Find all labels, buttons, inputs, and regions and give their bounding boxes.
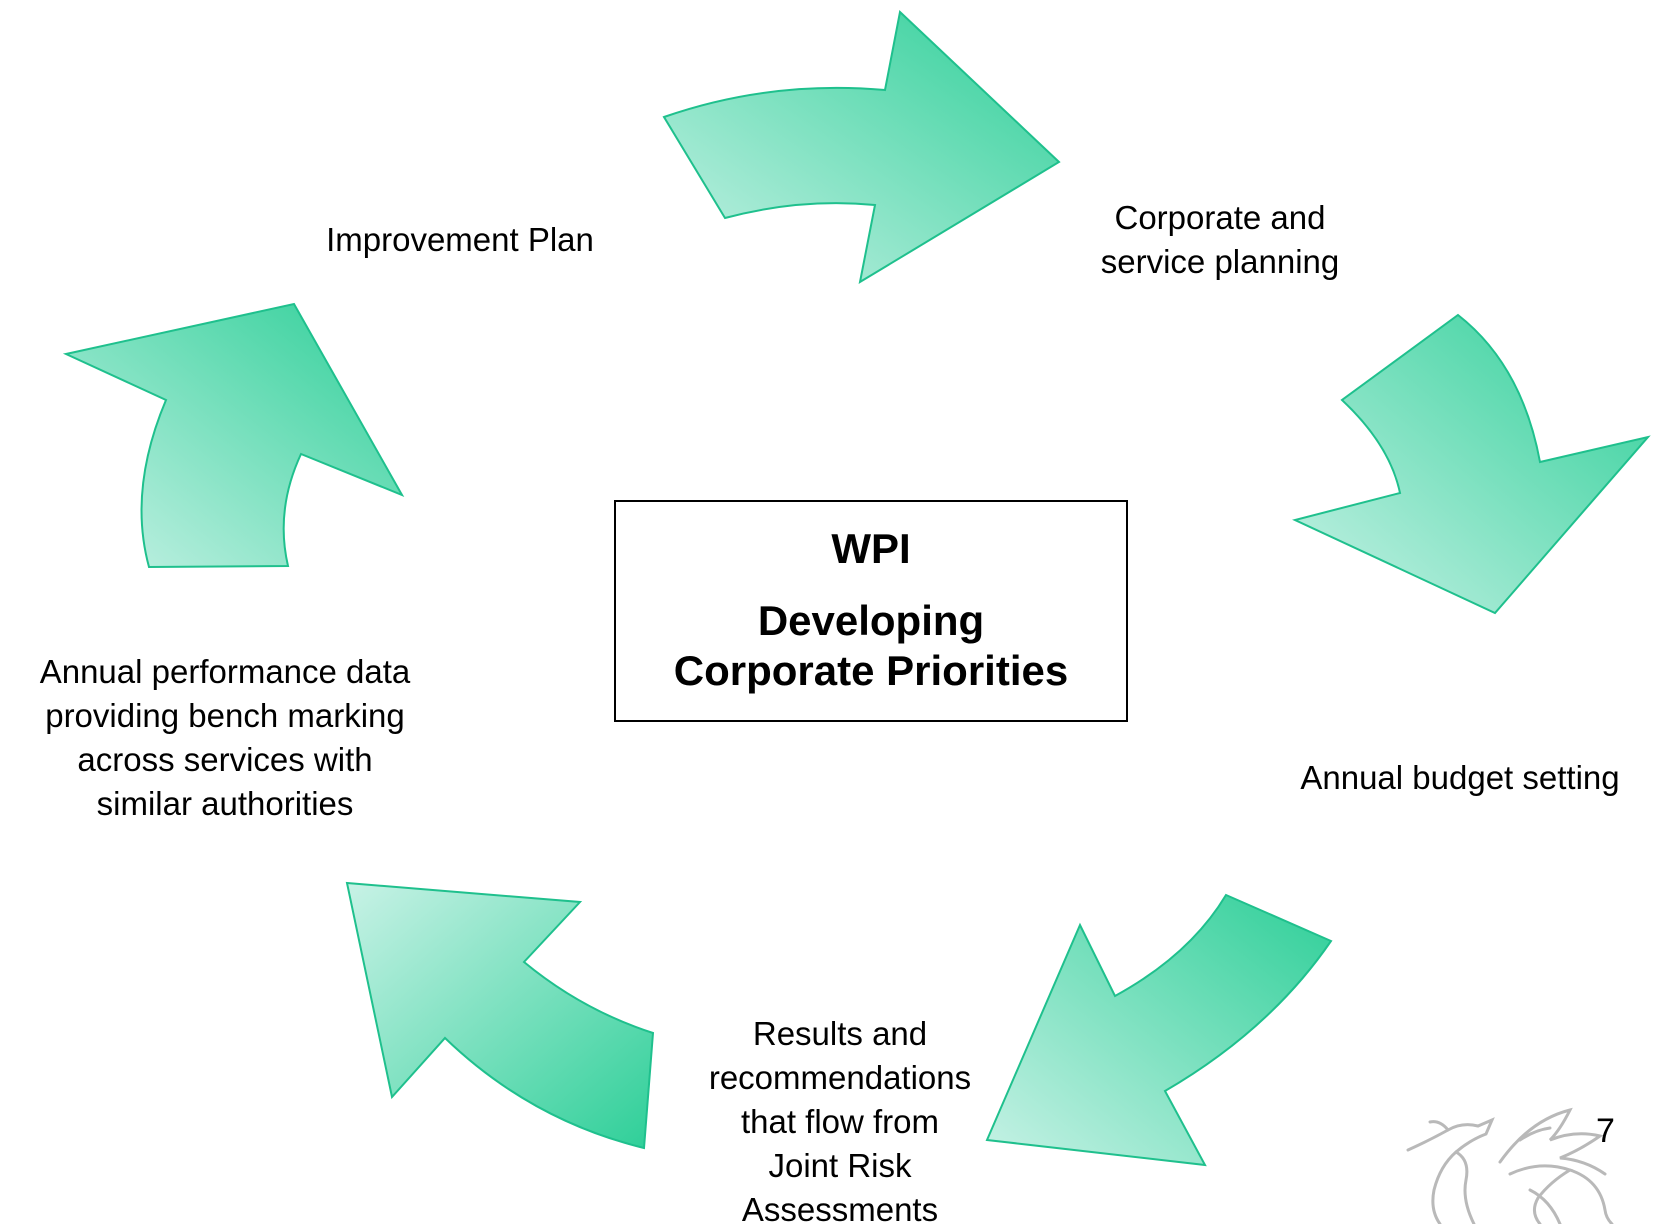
stage-budget-setting: Annual budget setting [1300,759,1620,796]
arrow-to-results [985,893,1333,1167]
page-number: 7 [1596,1112,1615,1150]
arrow-to-performance-data [345,881,655,1150]
stage-improvement-plan: Improvement Plan [326,221,594,258]
arrow-to-corporate-planning [662,10,1061,285]
center-title: WPI [831,525,911,572]
arrow-to-budget-setting [1292,313,1651,615]
center-box: WPI Developing Corporate Priorities [614,500,1128,722]
arrow-to-improvement-plan [62,302,405,569]
stage-corporate-planning: Corporate and service planning [1100,199,1340,280]
welsh-dragon-icon [1406,1107,1614,1224]
stage-results: Results and recommendations that flow fr… [708,1015,972,1228]
center-subtitle: Developing Corporate Priorities [673,597,1069,694]
stage-performance-data: Annual performance data providing bench … [39,653,411,822]
